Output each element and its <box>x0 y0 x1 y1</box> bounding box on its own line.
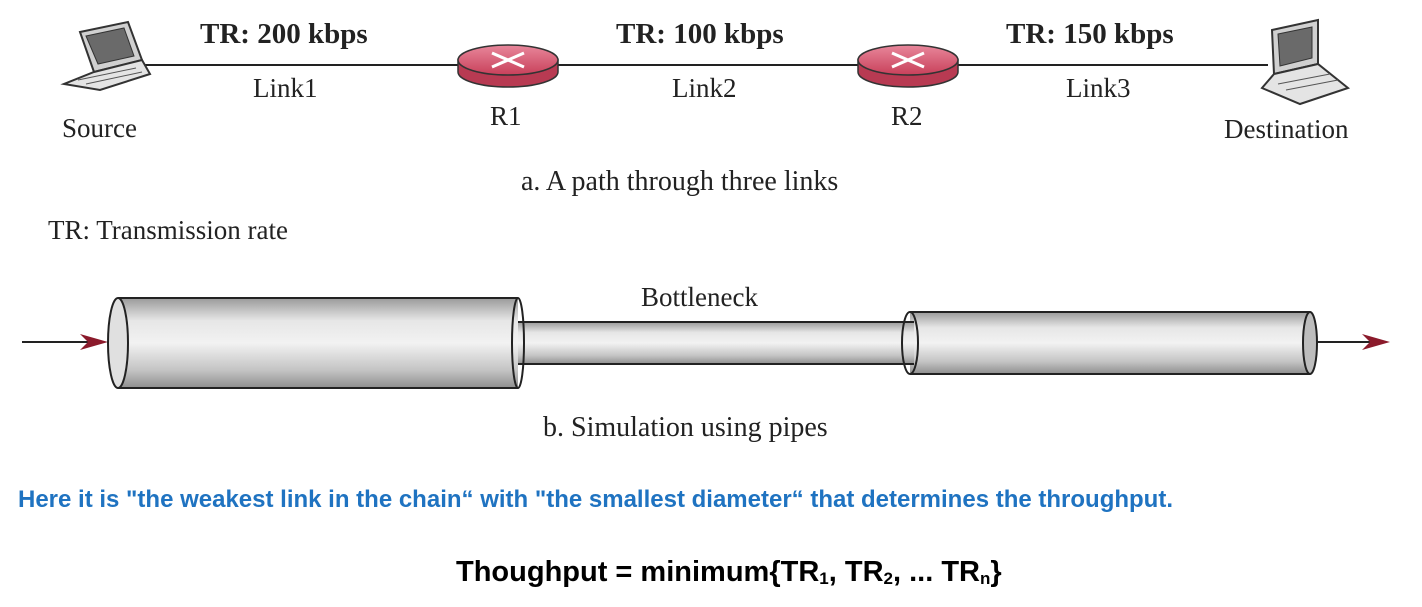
tr-legend: TR: Transmission rate <box>48 215 289 245</box>
pipe-link1 <box>107 297 525 389</box>
destination-laptop-icon <box>1260 18 1351 106</box>
destination-label: Destination <box>1224 114 1349 144</box>
bottleneck-label: Bottleneck <box>641 282 758 312</box>
router-r1-icon <box>457 44 559 88</box>
link2-rate: TR: 100 kbps <box>616 18 784 50</box>
pipe-link2-bottleneck <box>516 311 919 375</box>
router-r2-icon <box>857 44 959 88</box>
link3-rate: TR: 150 kbps <box>1006 18 1174 50</box>
formula-sep2: , ... TR <box>892 556 980 588</box>
input-arrow-icon <box>22 334 108 350</box>
throughput-note: Here it is "the weakest link in the chai… <box>18 486 1173 513</box>
formula-sub1: 1 <box>819 569 829 588</box>
formula-subn: n <box>979 569 991 588</box>
pipe-link3 <box>910 311 1318 375</box>
source-label: Source <box>62 113 137 143</box>
formula-suffix: } <box>990 556 1002 588</box>
caption-b: b. Simulation using pipes <box>543 412 828 443</box>
source-laptop-icon <box>60 20 152 92</box>
formula-sub2: 2 <box>883 569 893 588</box>
link2-label: Link2 <box>672 73 737 103</box>
formula-prefix: Thoughput = minimum{TR <box>456 556 820 588</box>
link3-label: Link3 <box>1066 73 1131 103</box>
link1-label: Link1 <box>253 73 318 103</box>
output-arrow-icon <box>1317 334 1390 350</box>
throughput-formula: Thoughput = minimum{TR1, TR2, ... TRn} <box>456 556 1002 589</box>
caption-a: a. A path through three links <box>521 166 839 197</box>
link1-rate: TR: 200 kbps <box>200 18 368 50</box>
formula-sep1: , TR <box>828 556 884 588</box>
router-r1-label: R1 <box>490 101 522 131</box>
router-r2-label: R2 <box>891 101 923 131</box>
